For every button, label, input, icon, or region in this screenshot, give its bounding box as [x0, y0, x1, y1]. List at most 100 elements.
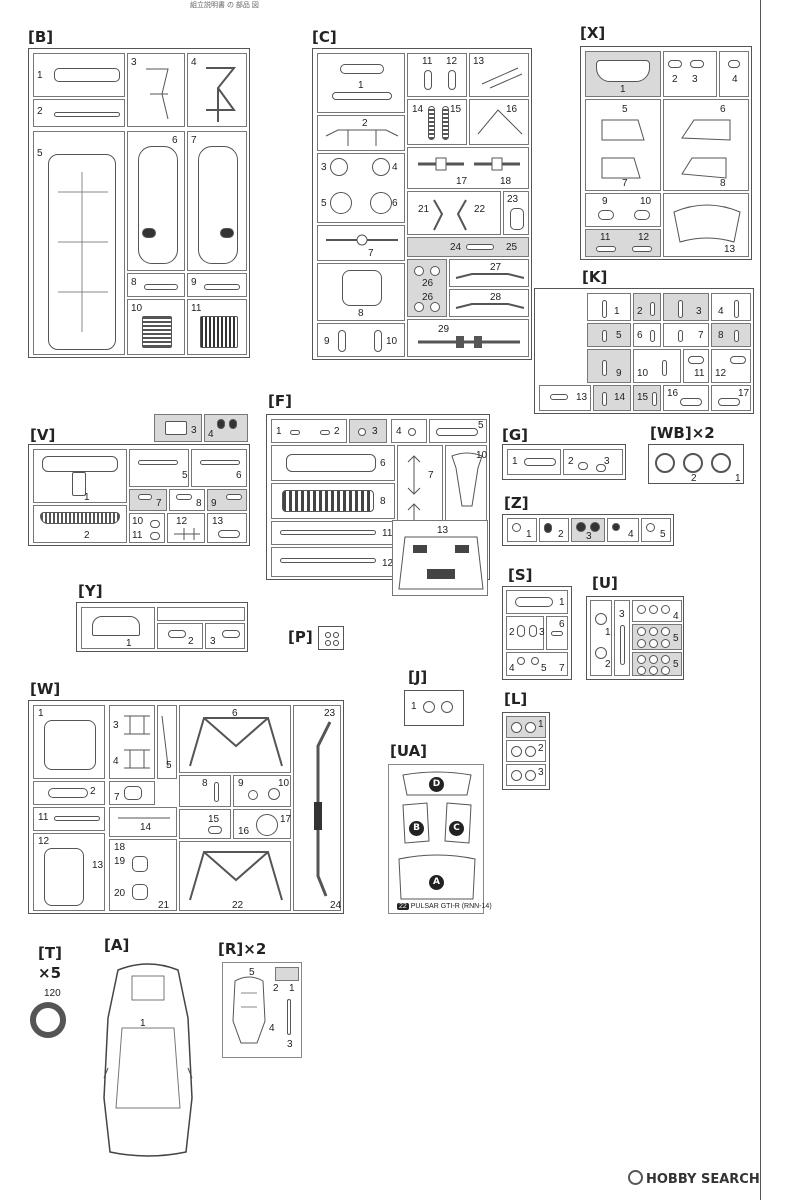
u-part-1-2-cell: 1 2: [590, 600, 612, 676]
g-part-3-number: 3: [604, 456, 610, 467]
w-part-20-shape: [132, 884, 148, 900]
b-part-5-detail: [58, 172, 108, 332]
k-part-9-number: 9: [616, 368, 622, 379]
w-part-2-shape: [48, 788, 88, 798]
z-part-2-number: 2: [558, 529, 564, 540]
s-part-3-shape: [529, 625, 537, 637]
k-part-16-shape: [680, 398, 702, 406]
c-part-17-18-shape: [418, 157, 520, 171]
c-part-13-number: 13: [473, 56, 485, 67]
b-part-6-shade: [142, 228, 156, 238]
w-part-21-number: 21: [158, 900, 170, 911]
k-part-9-cell: 9: [587, 349, 631, 383]
k-part-4-number: 4: [718, 306, 724, 317]
ua-caption-text: PULSAR GTI-R (RNN-14): [410, 903, 492, 910]
b-part-2-cell: 2: [33, 99, 125, 127]
k-part-2-number: 2: [637, 306, 643, 317]
x-part-9-number: 9: [602, 196, 608, 207]
f-part-12-cell: 12: [271, 547, 395, 577]
k-part-13-shape: [550, 394, 568, 400]
w-part-5-shape: [161, 715, 169, 767]
v-main-runner: 1 5 6 7 8 9 2 10 11: [28, 444, 250, 546]
group-label-ua: [UA]: [390, 742, 428, 760]
k-part-1-shape: [602, 300, 607, 318]
c-part-13-cell: 13: [469, 53, 529, 97]
x-part-4-cell: 4: [719, 51, 749, 97]
c-part-8-cell: 8: [317, 263, 405, 321]
c-part-14-number: 14: [412, 104, 424, 115]
c-part-28-number: 28: [490, 292, 502, 303]
x-part-12-number: 12: [638, 232, 650, 243]
s-part-6-number: 6: [559, 619, 565, 630]
w-part-7-shape: [124, 786, 142, 800]
w-part-11-number: 11: [38, 812, 49, 823]
g-part-1-cell: 1: [507, 449, 561, 475]
w-part-19-shape: [132, 856, 148, 872]
f-part-1-2-cell: 1 2: [271, 419, 347, 443]
sprue-ua: D B C A 22 PULSAR GTI-R (RNN-14): [388, 764, 492, 914]
u-part-5l-shape: [661, 666, 670, 675]
f-part-12-shape: [280, 558, 376, 563]
w-part-9-shape: [248, 790, 258, 800]
x-part-10-number: 10: [640, 196, 652, 207]
c-part-29-shape: [418, 336, 520, 348]
a-body-outline: [103, 963, 193, 1157]
v-part-4-number: 4: [208, 429, 214, 440]
v-part-2-cell: 2: [33, 505, 127, 543]
k-part-12-shape: [730, 356, 746, 364]
f-part-10-number: 10: [476, 450, 488, 461]
b-part-2-number: 2: [37, 106, 43, 117]
v-part-13-cell: 13: [207, 513, 247, 543]
v-part-12-shape: [174, 528, 200, 540]
j-part-1b-shape: [441, 701, 453, 713]
c-part-21-22-shape: [433, 199, 467, 231]
v-part-9-cell: 9: [207, 489, 247, 511]
g-part-2-number: 2: [568, 456, 574, 467]
hobby-search-logo: HOBBY SEARCH: [628, 1170, 760, 1187]
b-part-1-number: 1: [37, 70, 43, 81]
sprue-k: 1 2 3 4 5 6 7 8 9 10 11 12 13 14 15 16 1…: [534, 288, 754, 414]
w-part-10-number: 10: [278, 778, 290, 789]
c-part-24-number: 24: [450, 242, 462, 253]
w-part-16-number: 16: [238, 826, 250, 837]
b-part-6-number: 6: [172, 135, 178, 146]
v-part-5-shape: [138, 460, 178, 465]
w-part-1-shape: [44, 720, 96, 770]
a-part-1-number: 1: [140, 1018, 146, 1029]
x-part-1-number: 1: [620, 84, 626, 95]
r-part-5-number: 5: [249, 967, 255, 978]
k-part-3-number: 3: [696, 306, 702, 317]
w-part-18-21-cell: 18 19 20 21: [109, 839, 177, 911]
c-part-11-12-cell: 11 12: [407, 53, 467, 97]
w-part-4-number: 4: [113, 756, 119, 767]
f-part-5-cell: 5: [429, 419, 487, 443]
w-part-9-number: 9: [238, 778, 244, 789]
g-part-3-shape: [596, 464, 606, 472]
j-part-1-number: 1: [411, 701, 417, 712]
x-part-3-shape: [690, 60, 704, 68]
w-part-7-cell: 7: [109, 781, 155, 805]
k-part-17-cell: 17: [711, 385, 751, 411]
logo-text: HOBBY SEARCH: [646, 1172, 760, 1187]
sprue-g: 1 2 3: [502, 444, 626, 480]
w-part-6-cell: 6: [179, 705, 291, 773]
c-part-5-number: 5: [321, 198, 327, 209]
k-part-7-number: 7: [698, 330, 704, 341]
v-part-8-shape: [176, 494, 192, 500]
w-part-5-number: 5: [166, 760, 172, 771]
v-part-1-number: 1: [84, 492, 90, 503]
c-part-6-number: 6: [392, 198, 398, 209]
k-part-9-shape: [602, 360, 607, 376]
b-part-8-number: 8: [131, 277, 137, 288]
b-part-7-shade: [220, 228, 234, 238]
sprue-r: 5 1 2 4 3: [222, 962, 302, 1058]
c-part-25-number: 25: [506, 242, 518, 253]
c-part-27-shape: [455, 273, 525, 279]
ua-caption-number: 22: [397, 903, 409, 910]
f-part-13-number: 13: [437, 525, 449, 536]
f-part-11-cell: 11: [271, 521, 395, 545]
w-part-24-number: 24: [330, 900, 342, 911]
f-part-5-number: 5: [478, 420, 484, 431]
group-label-k: [K]: [582, 268, 608, 286]
c-part-23-cell: 23: [503, 191, 529, 235]
